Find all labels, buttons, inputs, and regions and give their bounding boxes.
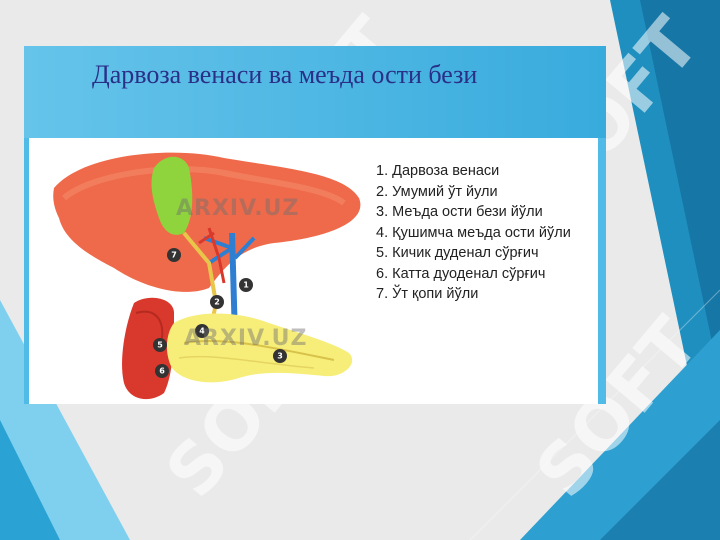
svg-text:6: 6 xyxy=(159,367,165,376)
marker-5: 5 xyxy=(153,338,167,352)
legend-item: 1. Дарвоза венаси xyxy=(376,163,500,179)
portal-vein-shape xyxy=(229,233,238,338)
watermark-arxiv-top: ARXIV.UZ xyxy=(176,196,300,221)
marker-2: 2 xyxy=(210,295,224,309)
legend-item: 3. Меъда ости бези йўли xyxy=(376,204,543,220)
svg-text:1: 1 xyxy=(243,281,249,290)
legend-item: 4. Қушимча меъда ости йўли xyxy=(376,224,571,241)
marker-4: 4 xyxy=(195,324,209,338)
legend-item: 7. Ўт қопи йўли xyxy=(376,286,479,302)
legend-list: 1. Дарвоза венаси 2. Умумий ўт йули 3. М… xyxy=(376,161,571,305)
marker-1: 1 xyxy=(239,278,253,292)
title-band: Дарвоза венаси ва меъда ости бези xyxy=(24,46,606,138)
gallbladder-shape xyxy=(151,156,193,235)
slide-title: Дарвоза венаси ва меъда ости бези xyxy=(92,60,478,89)
liver-shape xyxy=(53,152,361,292)
right-accent-strip xyxy=(598,138,606,404)
anatomy-illustration: 1 2 3 4 5 6 7 xyxy=(53,152,361,400)
legend-item: 5. Кичик дуденал сўрғич xyxy=(376,245,539,261)
svg-text:5: 5 xyxy=(157,341,163,350)
marker-6: 6 xyxy=(155,364,169,378)
watermark-arxiv-bottom: ARXIV.UZ xyxy=(184,326,308,351)
duodenum-shape xyxy=(122,297,174,400)
slide-card: Дарвоза венаси ва меъда ости бези 1 2 xyxy=(24,46,606,404)
pancreas-shape xyxy=(166,313,353,383)
marker-7: 7 xyxy=(167,248,181,262)
svg-text:3: 3 xyxy=(277,352,283,361)
svg-text:4: 4 xyxy=(199,327,205,336)
svg-text:7: 7 xyxy=(171,251,177,260)
left-accent-strip xyxy=(24,138,29,404)
legend-item: 6. Катта дуоденал сўрғич xyxy=(376,265,546,282)
svg-text:2: 2 xyxy=(214,298,220,307)
marker-3: 3 xyxy=(273,349,287,363)
legend-item: 2. Умумий ўт йули xyxy=(376,183,498,200)
